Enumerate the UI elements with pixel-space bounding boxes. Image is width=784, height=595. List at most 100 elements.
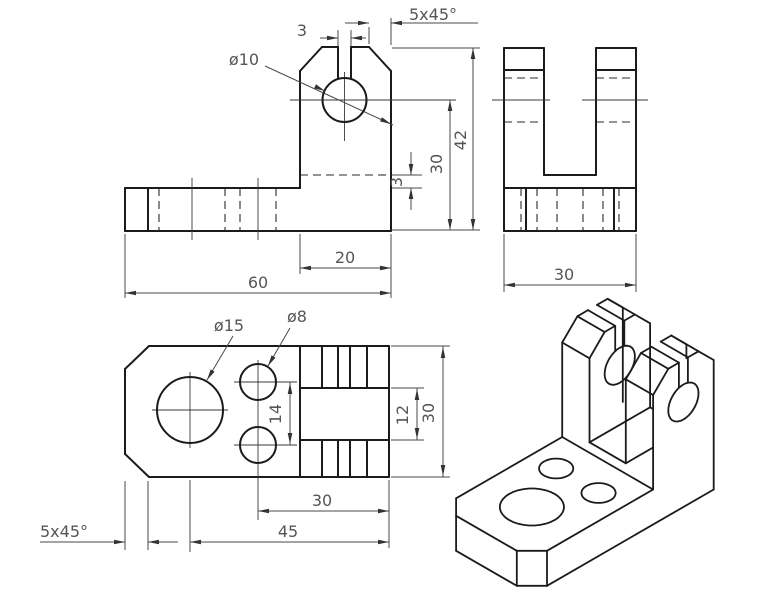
arrowhead <box>378 539 389 545</box>
arrowhead <box>470 48 476 59</box>
arrowhead <box>268 355 276 366</box>
object-line <box>368 46 392 72</box>
arrowhead <box>314 84 325 91</box>
iso-edge <box>561 315 579 344</box>
arrowhead <box>391 20 402 26</box>
iso-edge <box>650 345 680 364</box>
arrowhead <box>408 164 414 175</box>
dim-top-slot-width: 12 <box>393 405 412 425</box>
iso-hole-ellipse <box>603 344 636 386</box>
arrowhead <box>358 20 369 26</box>
dim-top-hole-to-end: 45 <box>278 522 298 541</box>
arrowhead <box>380 265 391 271</box>
iso-edge <box>588 406 651 444</box>
iso-edge <box>576 315 606 333</box>
dimension-labels: 3 5x45° ø10 42 30 3 20 60 30 ø15 ø8 14 1… <box>40 5 636 545</box>
object-line <box>299 46 323 72</box>
iso-hole-ellipse <box>667 381 700 423</box>
iso-edge <box>561 436 654 491</box>
arrowhead <box>287 433 293 444</box>
iso-edge <box>652 367 670 396</box>
arrowhead <box>408 188 414 199</box>
arrowhead <box>190 539 201 545</box>
iso-edge <box>455 549 518 587</box>
arrowhead <box>447 100 453 111</box>
arrowhead <box>300 265 311 271</box>
hole-circle <box>239 363 277 401</box>
iso-edge <box>670 334 688 346</box>
iso-edge <box>576 309 589 318</box>
iso-edge <box>624 446 654 465</box>
iso-edge <box>687 350 700 359</box>
iso-edge <box>587 309 617 327</box>
arrowhead <box>625 282 636 288</box>
iso-edge <box>659 334 673 343</box>
iso-hole-ellipse <box>580 482 617 504</box>
dim-front-column-width: 20 <box>335 248 355 267</box>
arrowhead <box>504 282 515 288</box>
dim-front-hole-height: 30 <box>427 154 446 174</box>
dim-top-hole-spacing: 14 <box>266 404 285 424</box>
arrowhead <box>351 35 362 41</box>
arrowhead <box>447 219 453 230</box>
arrowhead <box>440 465 446 476</box>
iso-edge <box>596 303 626 322</box>
hole-circle <box>239 426 277 464</box>
arrowhead <box>287 383 293 394</box>
iso-edge <box>546 488 715 587</box>
arrowhead <box>380 290 391 296</box>
front-view <box>124 18 480 298</box>
top-view <box>40 327 450 552</box>
dim-front-total-height: 42 <box>451 130 470 150</box>
iso-edge <box>624 378 654 396</box>
side-view <box>492 47 648 292</box>
arrowhead <box>327 35 338 41</box>
object-line <box>124 345 150 370</box>
dim-side-depth: 30 <box>554 265 574 284</box>
iso-edge <box>659 340 689 359</box>
arrowhead <box>414 389 420 400</box>
iso-edge <box>455 436 564 500</box>
iso-edge <box>640 345 653 354</box>
hole-circle <box>321 77 368 123</box>
arrowhead <box>470 219 476 230</box>
arrowhead <box>378 508 389 514</box>
isometric-view <box>455 297 715 587</box>
iso-edge <box>561 341 591 360</box>
iso-edge <box>596 297 609 306</box>
iso-edge <box>697 350 715 361</box>
iso-edge <box>634 313 651 325</box>
dim-front-top-chamfer: 5x45° <box>409 5 457 24</box>
arrowhead <box>258 508 269 514</box>
object-line <box>124 453 150 478</box>
arrowhead <box>148 539 159 545</box>
iso-hole-ellipse <box>538 457 575 480</box>
dim-front-step-height: 3 <box>387 177 406 187</box>
arrowhead <box>207 369 215 380</box>
arrowhead <box>114 539 125 545</box>
dim-front-hole-dia: ø10 <box>229 50 259 69</box>
iso-edge <box>606 297 624 309</box>
dim-top-plate-depth: 30 <box>419 403 438 423</box>
iso-edge <box>546 488 654 552</box>
dimension-line <box>264 65 394 126</box>
dim-front-total-length: 60 <box>248 273 268 292</box>
arrowhead <box>414 428 420 439</box>
dim-front-slit-width: 3 <box>297 21 307 40</box>
iso-hole-ellipse <box>499 487 565 527</box>
dim-top-slot-length: 30 <box>312 491 332 510</box>
iso-edge <box>667 361 680 370</box>
iso-edge <box>640 352 670 370</box>
iso-edge <box>603 324 617 333</box>
dim-top-large-hole: ø15 <box>214 316 244 335</box>
iso-edge <box>455 514 518 552</box>
arrowhead <box>380 117 391 124</box>
arrowhead <box>125 290 136 296</box>
dim-top-corner-chamfer: 5x45° <box>40 522 88 541</box>
hole-circle <box>156 376 224 444</box>
iso-edge <box>588 441 627 465</box>
iso-edge <box>588 331 606 360</box>
arrowhead <box>440 347 446 358</box>
